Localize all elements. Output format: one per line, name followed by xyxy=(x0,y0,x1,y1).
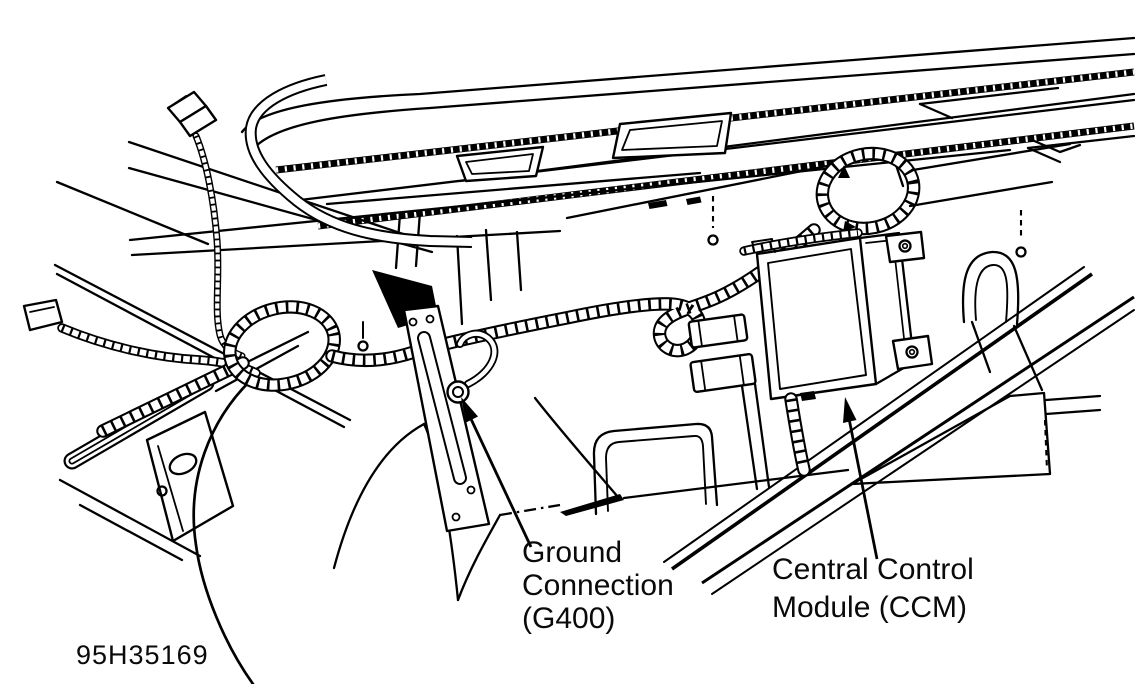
ground-bolt xyxy=(446,380,470,404)
screw xyxy=(1015,210,1027,258)
floor-panel xyxy=(850,391,1102,486)
ground-label-line1: Ground xyxy=(522,536,623,569)
tiny-arrow xyxy=(838,165,850,178)
ground-connection-label: Ground Connection (G400) xyxy=(522,536,674,635)
harness-connector xyxy=(22,298,64,332)
ccm-callout-arrow xyxy=(843,397,879,560)
ccm-label-line1: Central Control xyxy=(772,553,974,586)
harness-curl xyxy=(815,145,920,237)
ccm-module xyxy=(687,221,934,470)
ccm-connector xyxy=(687,313,749,349)
hvac-structure xyxy=(357,196,1027,352)
harness-grommet xyxy=(961,250,1044,392)
tiny-arrow xyxy=(843,221,856,232)
ccm-connector xyxy=(689,353,757,393)
ground-callout-arrow xyxy=(461,397,533,548)
console-frame xyxy=(592,422,719,516)
screw xyxy=(357,321,369,352)
dash-vent-opening xyxy=(611,111,733,160)
ground-label-line3: (G400) xyxy=(522,602,616,635)
ground-bracket xyxy=(372,270,494,533)
ground-label-line2: Connection xyxy=(522,569,674,602)
ccm-label: Central Control Module (CCM) xyxy=(772,551,974,627)
dangling-connector xyxy=(166,90,242,356)
ccm-mount-boss xyxy=(884,230,926,264)
fender-plate xyxy=(145,410,235,543)
wiring-harness xyxy=(22,140,1082,431)
ccm-label-line2: Module (CCM) xyxy=(772,591,968,624)
figure-id: 95H35169 xyxy=(76,641,209,669)
figure-id-text: 95H35169 xyxy=(76,640,209,670)
ccm-mount-boss xyxy=(891,334,934,371)
screw xyxy=(707,196,719,246)
callout-arrows xyxy=(461,397,879,560)
floor-rails xyxy=(663,266,1135,595)
wheel-arch xyxy=(192,378,255,684)
